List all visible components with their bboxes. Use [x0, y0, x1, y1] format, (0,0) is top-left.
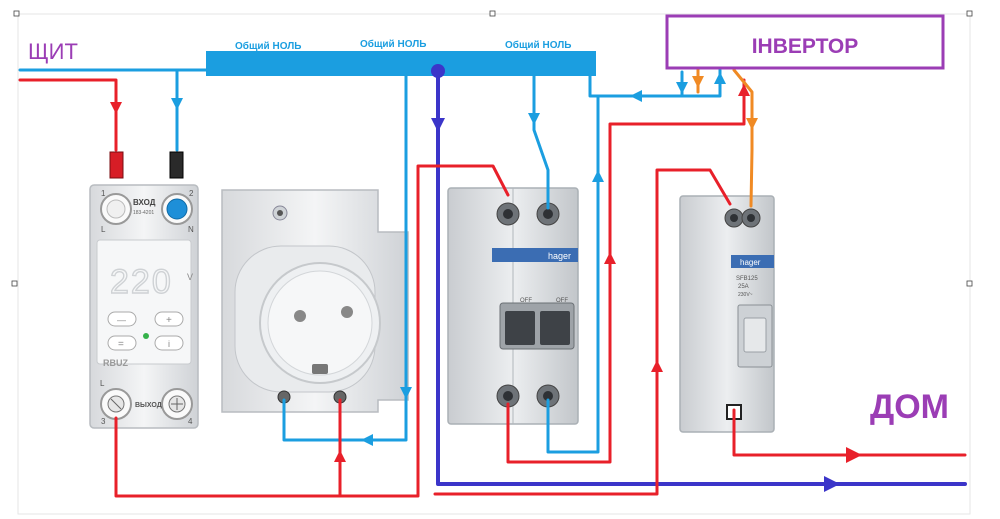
relay-unit: V [187, 272, 193, 282]
relay-terminal-4: 4 [188, 417, 193, 426]
relay-info-button: i [168, 339, 170, 349]
inverter-output-arrows [692, 76, 758, 130]
panel-label: ЩИТ [28, 39, 78, 64]
relay-input-sub: 183-4201 [133, 210, 154, 216]
inverter-neutral-return-wire [596, 68, 722, 98]
relay-input-label: ВХОД [133, 198, 156, 207]
relay-minus-button: — [117, 315, 126, 325]
switch-rating: 25A [738, 284, 749, 290]
relay-output-label: ВЫХОД [135, 402, 162, 409]
relay-display: 220 [110, 263, 173, 301]
changeover-switch [679, 195, 775, 433]
relay-brand: RBUZ [103, 358, 128, 368]
breaker-brand: hager [548, 251, 571, 261]
neutral-bus-bar [206, 51, 596, 76]
house-neutral-wire [436, 69, 967, 486]
panel-phase-wire [18, 78, 118, 152]
inverter-neutral-wire [588, 70, 684, 98]
socket-neutral-wire [282, 72, 408, 442]
relay-terminal-1: 1 [101, 189, 106, 198]
neutral-bus-label-2: Общий НОЛЬ [360, 38, 426, 50]
neutral-bus-label-1: Общий НОЛЬ [235, 40, 301, 52]
switch-brand: hager [740, 258, 761, 267]
breaker-neutral-out-wire [546, 94, 600, 454]
relay-equals-button: = [118, 339, 124, 350]
relay-terminal-l-bottom: L [100, 379, 105, 388]
inverter-box [665, 14, 945, 70]
voltage-relay [89, 184, 199, 429]
switch-model: SFB125 [736, 276, 758, 282]
breaker-off-2: OFF [556, 298, 568, 304]
inverter-label: ІНВЕРТОР [752, 35, 859, 58]
relay-out-breaker-wire [114, 164, 510, 498]
breaker-out-inverter-wire [506, 78, 746, 464]
phase-arrows [110, 84, 862, 463]
neutral-arrows [171, 72, 726, 446]
relay-terminal-3: 3 [101, 417, 106, 426]
relay-neutral-plug [169, 151, 184, 179]
breaker-off-1: OFF [520, 298, 532, 304]
relay-phase-plug [109, 151, 124, 179]
neutral-bus-junction [431, 64, 445, 78]
two-pole-breaker [447, 187, 579, 425]
house-label: ДОМ [870, 388, 949, 426]
switch-sub: 230V~ [738, 292, 753, 298]
breaker-neutral-in-wire [532, 74, 550, 210]
house-phase-wire [732, 408, 967, 457]
relay-terminal-2: 2 [189, 189, 194, 198]
relay-terminal-l-top: L [101, 225, 106, 234]
phase-wires [18, 78, 967, 498]
relay-terminal-n-top: N [188, 225, 194, 234]
house-neutral-arrows [431, 118, 840, 492]
din-socket [221, 189, 409, 413]
relay-plus-button: + [166, 315, 172, 326]
neutral-bus-label-3: Общий НОЛЬ [505, 39, 571, 51]
house-phase-bypass-wire [433, 168, 732, 496]
